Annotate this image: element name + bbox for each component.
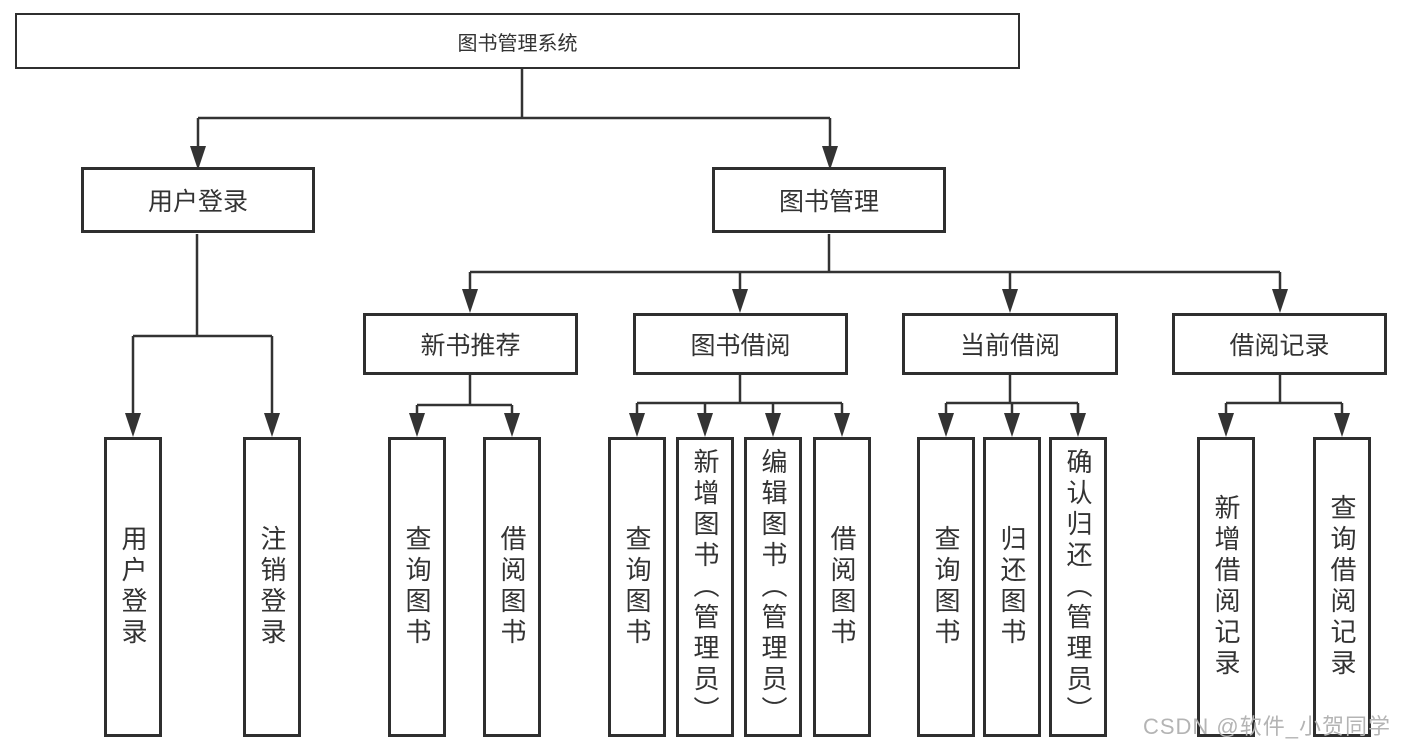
node-add-borrow-record: 新增借阅记录 xyxy=(1197,437,1255,737)
node-book-borrowing: 图书借阅 xyxy=(633,313,848,375)
node-label: 归还图书 xyxy=(997,525,1027,649)
node-label: 借阅图书 xyxy=(497,525,527,649)
node-label: 确认归还（管理员） xyxy=(1063,447,1093,727)
node-label: 图书管理 xyxy=(778,188,879,216)
node-user-login: 用户登录 xyxy=(104,437,162,737)
node-borrowing-records: 借阅记录 xyxy=(1172,313,1387,375)
csdn-watermark: CSDN @软件_小贺同学 xyxy=(1142,714,1391,739)
node-label: 当前借阅 xyxy=(959,332,1060,360)
node-rec-borrow-books: 借阅图书 xyxy=(483,437,541,737)
node-user-login-group: 用户登录 xyxy=(81,167,315,233)
node-label: 新增图书（管理员） xyxy=(690,447,720,727)
node-label: 用户登录 xyxy=(118,525,148,649)
node-label: 查询图书 xyxy=(622,525,652,649)
node-query-borrow-record: 查询借阅记录 xyxy=(1313,437,1371,737)
node-label: 新书推荐 xyxy=(420,332,521,360)
node-label: 注销登录 xyxy=(257,525,287,649)
node-confirm-return-admin: 确认归还（管理员） xyxy=(1049,437,1107,737)
node-label: 用户登录 xyxy=(147,188,248,216)
node-edit-books-admin: 编辑图书（管理员） xyxy=(744,437,802,737)
node-label: 图书借阅 xyxy=(690,332,791,360)
node-label: 编辑图书（管理员） xyxy=(758,447,788,727)
node-label: 借阅图书 xyxy=(827,525,857,649)
node-label: 图书管理系统 xyxy=(457,32,578,55)
node-add-books-admin: 新增图书（管理员） xyxy=(676,437,734,737)
node-label: 新增借阅记录 xyxy=(1211,494,1241,680)
node-book-management: 图书管理 xyxy=(712,167,946,233)
node-borrow-books: 借阅图书 xyxy=(813,437,871,737)
node-borrow-query-books: 查询图书 xyxy=(608,437,666,737)
node-label: 查询图书 xyxy=(931,525,961,649)
node-label: 查询借阅记录 xyxy=(1327,494,1357,680)
node-return-books: 归还图书 xyxy=(983,437,1041,737)
node-library-system: 图书管理系统 xyxy=(15,13,1020,69)
node-label: 借阅记录 xyxy=(1229,332,1330,360)
node-logout: 注销登录 xyxy=(243,437,301,737)
node-rec-query-books: 查询图书 xyxy=(388,437,446,737)
node-current-borrowing: 当前借阅 xyxy=(902,313,1118,375)
node-new-book-recommendation: 新书推荐 xyxy=(363,313,578,375)
node-current-query-books: 查询图书 xyxy=(917,437,975,737)
node-label: 查询图书 xyxy=(402,525,432,649)
